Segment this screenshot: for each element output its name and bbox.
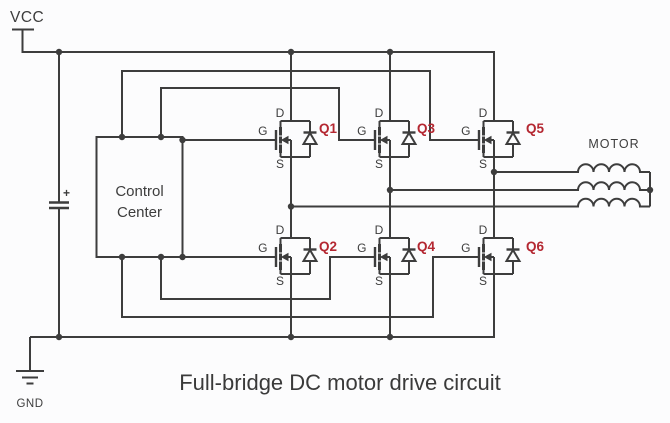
motor-symbol: MOTOR: [291, 137, 651, 208]
q5-gate-label: G: [461, 124, 470, 138]
junction-dot: [386, 333, 394, 341]
control-center-block: Control Center: [95, 136, 184, 258]
gate-wire-q5: [121, 70, 479, 141]
q1-drain-label: D: [276, 106, 285, 120]
phase-wire-middle-winding: [390, 181, 650, 191]
gate-wire-q3: [160, 87, 375, 141]
motor-label: MOTOR: [588, 137, 639, 151]
q6-source-label: S: [479, 274, 487, 288]
q6-gate-label: G: [461, 241, 470, 255]
junction-dot: [179, 253, 186, 261]
mosfet-q4: D G S Q4: [357, 223, 435, 288]
q1-gate-label: G: [258, 124, 267, 138]
q3-source-label: S: [375, 157, 383, 171]
junction-dot: [646, 186, 654, 194]
gnd-rail-wire: [30, 274, 495, 338]
q4-source-label: S: [375, 274, 383, 288]
gnd-symbol: GND: [16, 337, 44, 410]
vcc-symbol: VCC: [10, 9, 44, 53]
q2-name-label: Q2: [319, 239, 337, 254]
phase-wire-bottom-winding: [291, 197, 650, 208]
control-center-box: [95, 136, 184, 258]
gate-wire-q4: [160, 256, 375, 300]
control-center-label-line2: Center: [117, 204, 162, 221]
q2-gate-label: G: [258, 241, 267, 255]
junction-dot: [386, 186, 394, 194]
q3-gate-label: G: [357, 124, 366, 138]
q3-name-label: Q3: [417, 121, 436, 136]
q5-name-label: Q5: [526, 121, 545, 136]
junction-dot: [118, 133, 126, 141]
figure-caption: Full-bridge DC motor drive circuit: [179, 370, 501, 395]
q4-drain-label: D: [375, 223, 384, 237]
q5-source-label: S: [479, 157, 487, 171]
q6-name-label: Q6: [526, 239, 545, 254]
q3-drain-label: D: [375, 106, 384, 120]
mosfet-q5: D G S Q5: [461, 106, 544, 171]
junction-dot: [287, 203, 295, 210]
vcc-label: VCC: [10, 9, 44, 26]
q1-source-label: S: [276, 157, 284, 171]
junction-dot: [55, 333, 63, 341]
half-bridge-mid-legs: [290, 157, 495, 238]
q5-drain-label: D: [479, 106, 488, 120]
q6-drain-label: D: [479, 223, 488, 237]
low-side-source-leads: [290, 274, 391, 337]
vcc-terminal-icon: [12, 28, 34, 53]
capacitor-polarity-label: +: [63, 186, 70, 200]
junction-dot: [386, 48, 394, 56]
junction-dot: [55, 48, 63, 56]
junction-dot: [118, 253, 126, 261]
bulk-capacitor: +: [49, 52, 70, 337]
vcc-rail-wire: [22, 51, 495, 121]
junction-dot: [157, 253, 165, 261]
mosfet-q1: D G S Q1: [258, 106, 337, 171]
gnd-label: GND: [16, 398, 43, 410]
capacitor-plates-icon: [49, 201, 69, 210]
junction-dot: [287, 48, 295, 56]
junction-dot: [287, 333, 295, 341]
high-side-drain-leads: [290, 52, 391, 121]
gate-wire-q6: [121, 256, 479, 318]
mosfet-q3: D G S Q3: [357, 106, 435, 171]
mosfet-q6: D G S Q6: [461, 223, 544, 288]
mosfet-q2: D G S Q2: [258, 223, 337, 288]
junction-dot: [490, 168, 498, 176]
phase-wire-top-winding: [494, 163, 650, 173]
q1-name-label: Q1: [319, 121, 338, 136]
q4-gate-label: G: [357, 241, 366, 255]
junction-dot: [157, 133, 165, 141]
junction-dots: [55, 48, 654, 341]
q4-name-label: Q4: [417, 239, 436, 254]
ground-icon: [16, 337, 44, 385]
q2-source-label: S: [276, 274, 284, 288]
junction-dot: [179, 136, 186, 144]
q2-drain-label: D: [276, 223, 285, 237]
control-center-label-line1: Control: [115, 183, 163, 200]
